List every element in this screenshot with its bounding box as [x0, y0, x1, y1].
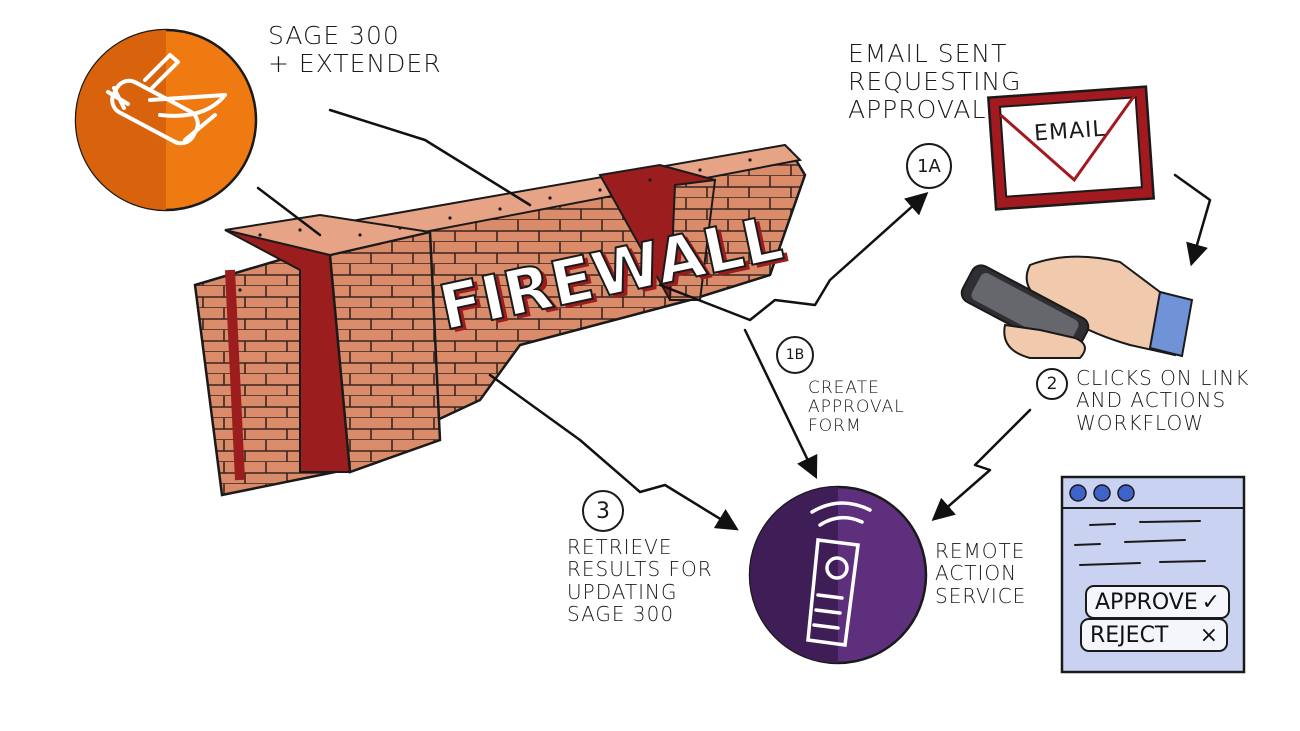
email-sent-line-2: REQUESTING	[848, 67, 1022, 96]
email-sent-line-3: APPROVAL	[848, 95, 987, 124]
remote-action-label: REMOTE ACTION SERVICE	[935, 539, 1027, 608]
pointer-sage-to-pillar	[256, 186, 322, 237]
email-label: EMAIL	[1033, 117, 1106, 147]
envelope-icon	[986, 85, 1156, 211]
retrieve-line-3: UPDATING	[567, 579, 678, 604]
check-icon: ✓	[1201, 589, 1220, 615]
retrieve-line-4: SAGE 300	[567, 602, 675, 627]
swiss-army-knife-icon	[74, 28, 258, 212]
create-form-line-1: CREATE	[808, 378, 880, 398]
arrow-2	[931, 408, 1032, 521]
step-2-badge: 2	[1036, 368, 1068, 400]
clicks-line-2: AND ACTIONS	[1076, 388, 1227, 413]
sage-label-line-2: + EXTENDER	[268, 49, 442, 78]
remote-control-icon	[748, 485, 928, 665]
sage-label: SAGE 300 + EXTENDER	[268, 22, 442, 78]
create-form-line-3: FORM	[808, 416, 862, 437]
clicks-line-1: CLICKS ON LINK	[1076, 366, 1250, 390]
remote-line-1: REMOTE	[935, 539, 1026, 563]
remote-line-3: SERVICE	[935, 583, 1027, 608]
create-form-line-2: APPROVAL	[808, 397, 905, 418]
sage-label-line-1: SAGE 300	[268, 21, 400, 50]
x-icon: ×	[1199, 622, 1218, 648]
arrow-1a	[658, 191, 929, 322]
retrieve-label: RETRIEVE RESULTS FOR UPDATING SAGE 300	[567, 536, 713, 626]
remote-line-2: ACTION	[935, 561, 1018, 586]
email-sent-label: EMAIL SENT REQUESTING APPROVAL	[848, 40, 1022, 124]
arrow-3	[488, 373, 739, 531]
step-1b-badge: 1B	[776, 336, 814, 374]
clicks-label: CLICKS ON LINK AND ACTIONS WORKFLOW	[1076, 366, 1250, 435]
approve-button[interactable]: APPROVE ✓	[1085, 585, 1230, 619]
step-1a-badge: 1A	[906, 143, 952, 189]
step-3-badge: 3	[582, 490, 624, 532]
connector-arrows	[256, 108, 1212, 531]
reject-label: REJECT	[1090, 622, 1169, 648]
retrieve-line-2: RESULTS FOR	[567, 557, 713, 582]
reject-button[interactable]: REJECT ×	[1080, 618, 1228, 652]
firewall-wall	[193, 143, 807, 497]
clicks-line-3: WORKFLOW	[1076, 410, 1204, 435]
pointer-sage-to-wall	[328, 108, 532, 207]
arrow-email-to-phone	[1173, 173, 1212, 267]
create-form-label: CREATE APPROVAL FORM	[808, 378, 905, 437]
hand-phone-icon	[960, 255, 1194, 359]
arrow-1b	[743, 328, 818, 480]
approve-label: APPROVE	[1095, 589, 1198, 615]
email-sent-line-1: EMAIL SENT	[848, 39, 1008, 68]
retrieve-line-1: RETRIEVE	[567, 535, 673, 559]
